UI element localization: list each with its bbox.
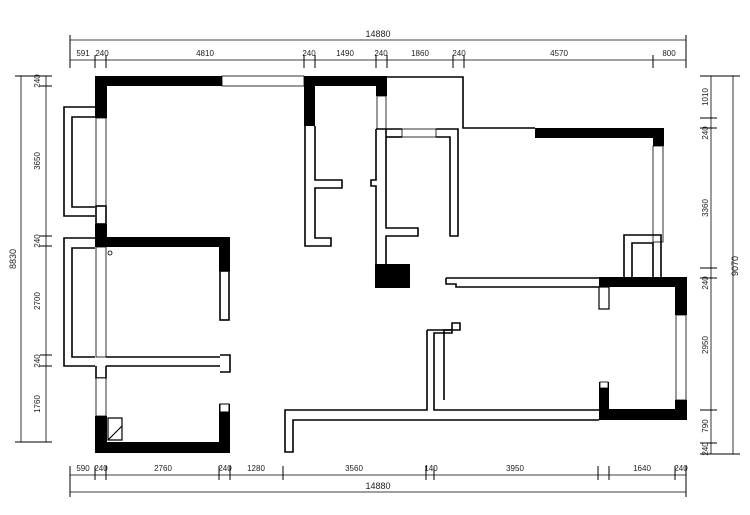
right-dimension-lines xyxy=(700,75,740,455)
top-dim-5: 1490 xyxy=(336,49,354,58)
left-dim-6: 1760 xyxy=(33,395,42,413)
bay-window-left xyxy=(63,106,95,367)
top-dim-6: 240 xyxy=(374,49,388,58)
interior-walls-right xyxy=(445,234,687,420)
bottom-dim-4: 240 xyxy=(218,464,232,473)
right-dim-3: 3360 xyxy=(701,199,710,217)
bathroom-bottom-left xyxy=(95,377,230,453)
right-dim-7: 240 xyxy=(701,442,710,456)
bottom-dim-10: 240 xyxy=(674,464,688,473)
right-dim-6: 790 xyxy=(701,419,710,433)
bottom-dim-8: 3950 xyxy=(506,464,524,473)
bedroom-bottom-left xyxy=(95,237,231,379)
top-dim-9: 4570 xyxy=(550,49,568,58)
bottom-dim-7: 140 xyxy=(424,464,438,473)
left-dim-5: 240 xyxy=(33,354,42,368)
top-dim-7: 1860 xyxy=(411,49,429,58)
right-dim-4: 240 xyxy=(701,276,710,290)
bottom-dim-3: 2760 xyxy=(154,464,172,473)
left-dim-4: 2700 xyxy=(33,292,42,310)
bottom-dimension-lines xyxy=(69,466,687,497)
bottom-dim-6: 3560 xyxy=(345,464,363,473)
left-total-dim: 8830 xyxy=(8,249,18,269)
top-dim-4: 240 xyxy=(302,49,316,58)
top-dim-1: 591 xyxy=(76,49,90,58)
interior-walls-bottom xyxy=(284,322,599,453)
top-dim-10: 800 xyxy=(662,49,676,58)
right-dim-2: 240 xyxy=(701,126,710,140)
left-dim-2: 3650 xyxy=(33,152,42,170)
left-dimension-lines xyxy=(15,75,52,443)
right-dim-5: 2950 xyxy=(701,336,710,354)
top-dim-2: 240 xyxy=(95,49,109,58)
right-dim-1: 1010 xyxy=(701,88,710,106)
bottom-dim-5: 1280 xyxy=(247,464,265,473)
top-dim-3: 4810 xyxy=(196,49,214,58)
interior-walls-center xyxy=(304,76,459,288)
top-dim-8: 240 xyxy=(452,49,466,58)
bottom-dim-2: 240 xyxy=(94,464,108,473)
bottom-total-dim: 14880 xyxy=(365,481,390,491)
bottom-dim-9: 1640 xyxy=(633,464,651,473)
bottom-dim-1: 590 xyxy=(76,464,90,473)
left-dim-3: 240 xyxy=(33,234,42,248)
right-total-dim: 9070 xyxy=(730,256,740,276)
left-dim-1: 240 xyxy=(33,74,42,88)
top-total-dim: 14880 xyxy=(365,29,390,39)
top-dimension-lines xyxy=(69,35,687,68)
